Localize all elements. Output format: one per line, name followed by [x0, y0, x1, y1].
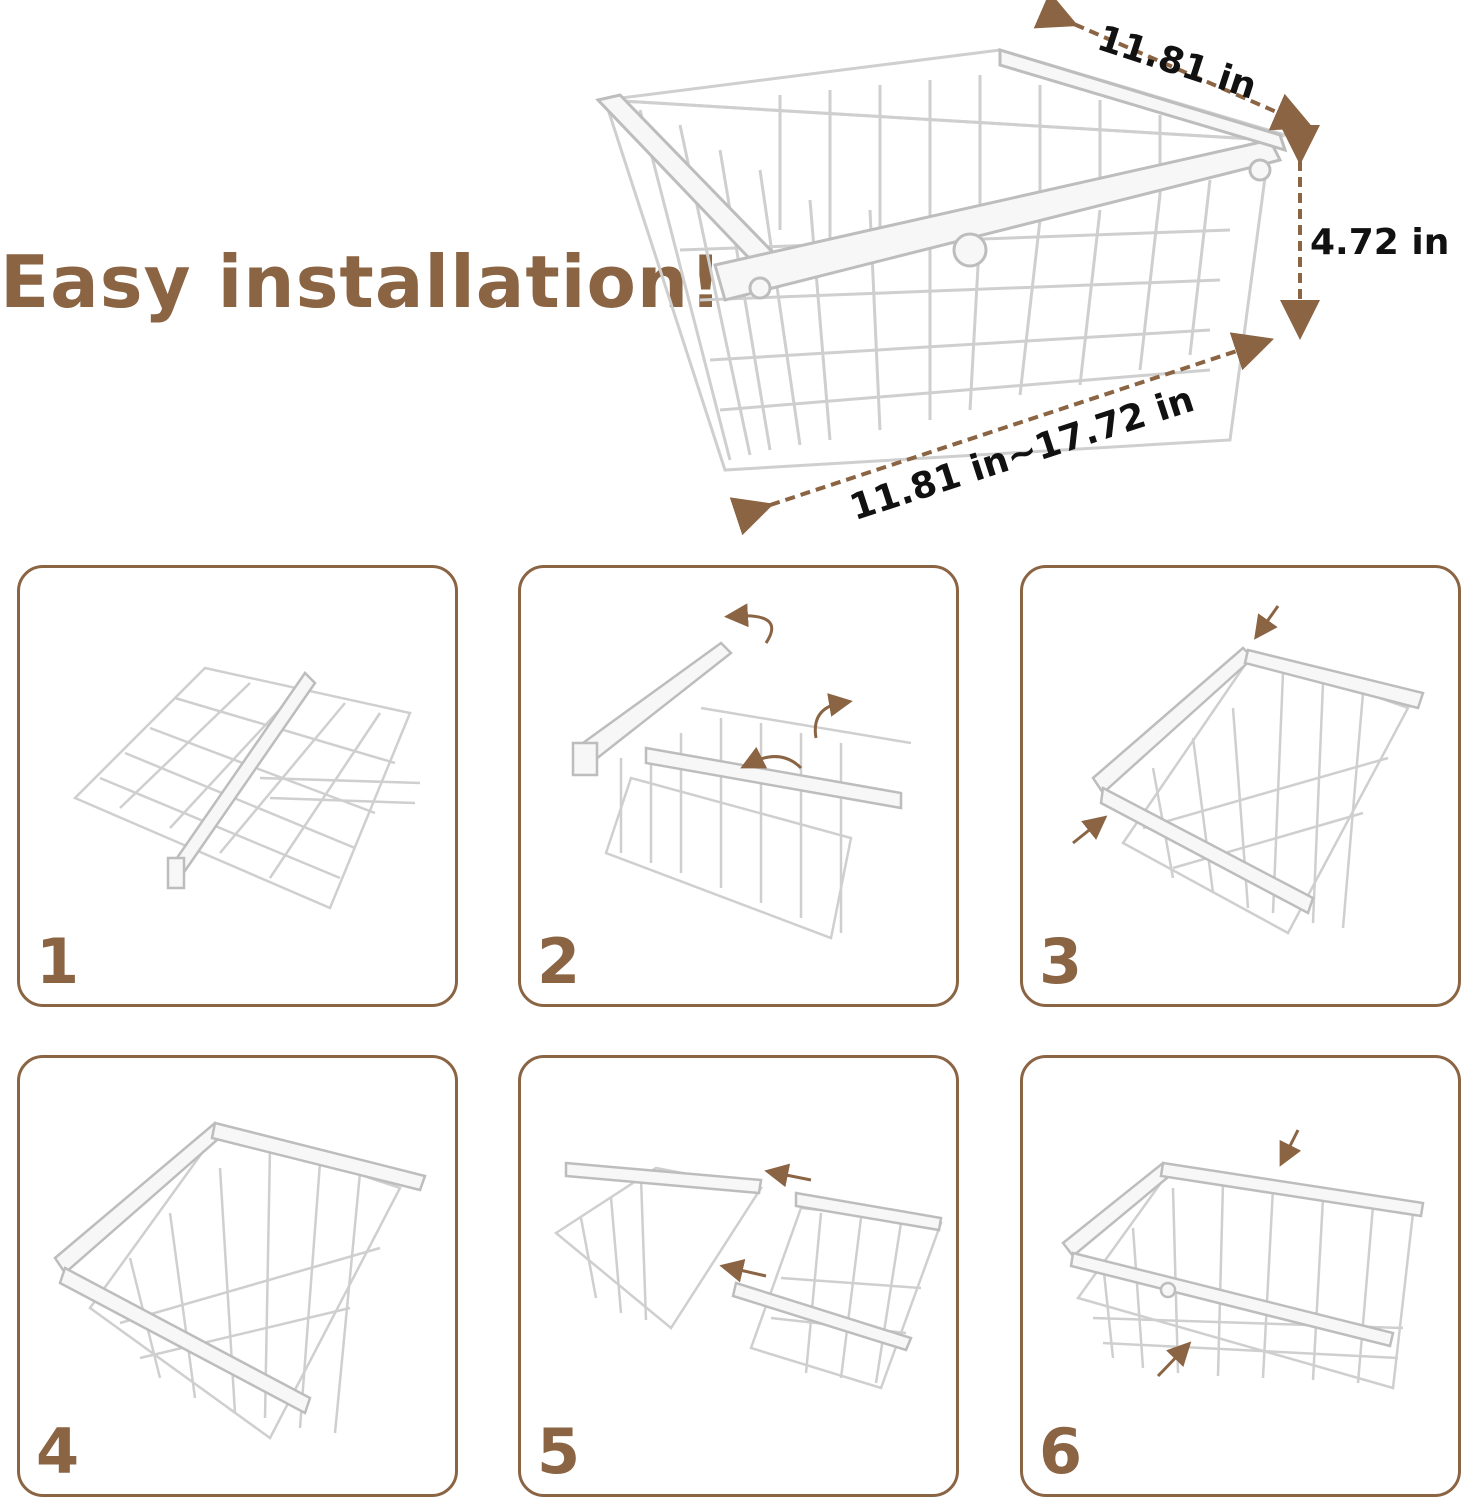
step-panel-5: 5 — [518, 1055, 959, 1497]
slide-arrow-icon — [764, 1163, 812, 1188]
step-5-illustration — [553, 1161, 943, 1390]
depth-dimension-arrow — [1033, 0, 1314, 131]
step-number: 4 — [36, 1415, 80, 1488]
step-number: 3 — [1039, 925, 1083, 998]
width-dimension-arrow — [729, 332, 1274, 536]
step-6-illustration — [1061, 1129, 1425, 1390]
step-panel-2: 2 — [518, 565, 959, 1007]
slide-arrow-icon — [719, 1258, 767, 1283]
step-number: 6 — [1039, 1415, 1083, 1488]
hero-basket-illustration: 11.81 in 4.72 in 11.81 in~17.72 in — [580, 0, 1469, 540]
rotate-arrow-icon — [740, 746, 803, 770]
step-4-illustration — [53, 1121, 427, 1440]
step-panel-6: 6 — [1020, 1055, 1461, 1497]
push-arrow-icon — [1072, 815, 1108, 845]
height-dimension-label: 4.72 in — [1310, 222, 1450, 263]
rotate-arrow-icon — [724, 603, 774, 644]
step-panel-3: 3 — [1020, 565, 1461, 1007]
step-panel-4: 4 — [17, 1055, 458, 1497]
step-2-illustration — [571, 603, 912, 940]
step-number: 1 — [36, 925, 80, 998]
rotate-arrow-icon — [813, 693, 853, 739]
basket-drawing — [595, 0, 1320, 536]
step-number: 5 — [537, 1415, 581, 1488]
step-3-illustration — [1072, 605, 1425, 935]
step-1-illustration — [72, 666, 421, 910]
push-arrow-icon — [1279, 1129, 1302, 1167]
step-number: 2 — [537, 925, 581, 998]
step-panel-1: 1 — [17, 565, 458, 1007]
headline: Easy installation! — [0, 240, 724, 324]
push-arrow-icon — [1254, 605, 1280, 640]
push-arrow-icon — [1156, 1341, 1192, 1378]
